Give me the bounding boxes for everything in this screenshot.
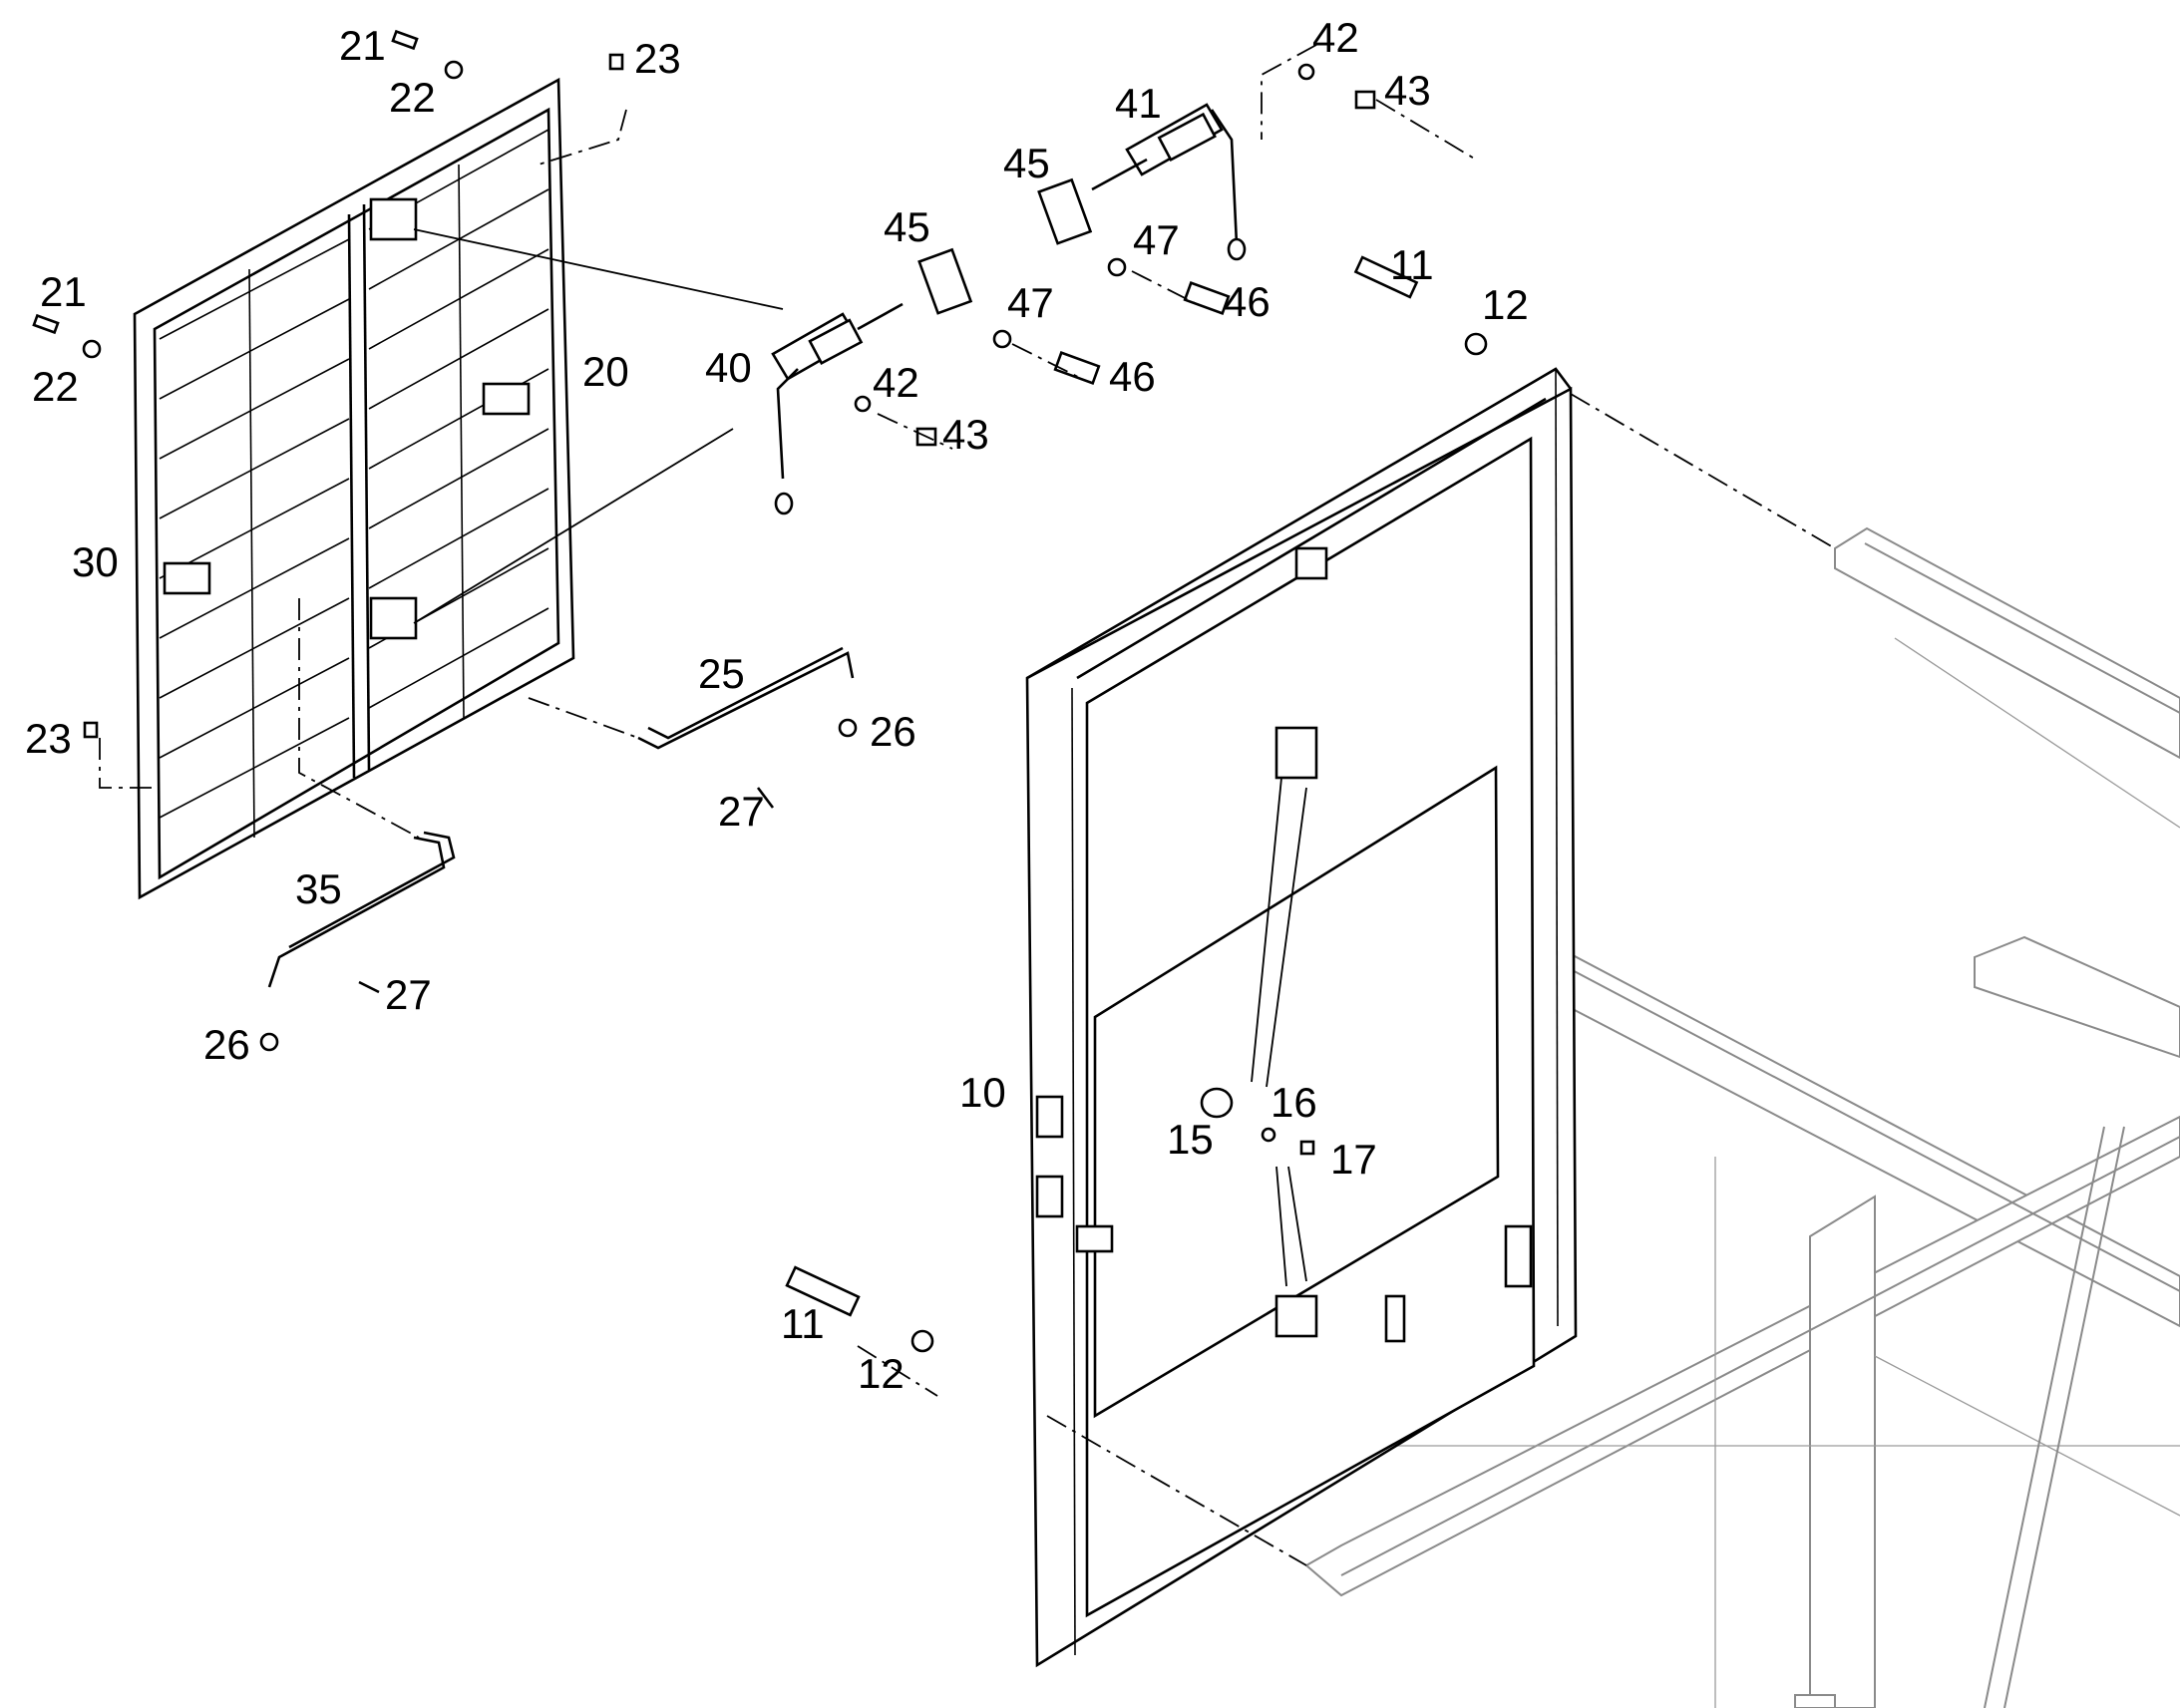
callout-16: 16 (1271, 1079, 1317, 1126)
callout-42: 42 (1312, 14, 1359, 61)
callout-12: 12 (858, 1350, 905, 1397)
callout-17: 17 (1330, 1136, 1377, 1183)
callout-26: 26 (203, 1021, 250, 1068)
linkage-rods (259, 646, 858, 1052)
callout-47: 47 (1133, 216, 1180, 263)
callout-23: 23 (25, 715, 72, 762)
callout-45: 45 (884, 203, 930, 250)
callout-47: 47 (1007, 279, 1054, 326)
callout-labels: 21 22 23 21 22 20 30 23 40 42 43 45 47 4… (25, 14, 1529, 1397)
callout-23: 23 (634, 35, 681, 82)
callout-12: 12 (1482, 281, 1529, 328)
callout-42: 42 (873, 359, 919, 406)
callout-27: 27 (718, 788, 765, 835)
callout-21: 21 (339, 22, 386, 69)
leader-lines (413, 228, 1307, 1287)
hardware-parts (32, 29, 1488, 1353)
callout-27: 27 (385, 971, 432, 1018)
louvre-panel-assembly (133, 77, 575, 900)
actuator-part-41 (1091, 103, 1247, 261)
assembly-lines (99, 44, 1836, 1566)
callout-22: 22 (32, 363, 79, 410)
callout-21: 21 (40, 268, 87, 315)
callout-26: 26 (870, 708, 916, 755)
callout-46: 46 (1109, 353, 1156, 400)
callout-22: 22 (389, 74, 436, 121)
callout-15: 15 (1167, 1116, 1214, 1163)
actuator-part-40 (771, 302, 904, 515)
callout-35: 35 (295, 865, 342, 912)
callout-43: 43 (942, 411, 989, 458)
callout-43: 43 (1384, 67, 1431, 114)
callout-11: 11 (781, 1300, 825, 1347)
callout-41: 41 (1115, 80, 1162, 127)
callout-46: 46 (1224, 278, 1271, 325)
callout-45: 45 (1003, 140, 1050, 186)
callout-11: 11 (1390, 241, 1434, 288)
callout-10: 10 (959, 1069, 1006, 1116)
callout-20: 20 (582, 348, 629, 395)
callout-30: 30 (72, 538, 119, 585)
callout-25: 25 (698, 650, 745, 697)
callout-40: 40 (705, 344, 752, 391)
main-frame-part-10 (1025, 367, 1578, 1668)
